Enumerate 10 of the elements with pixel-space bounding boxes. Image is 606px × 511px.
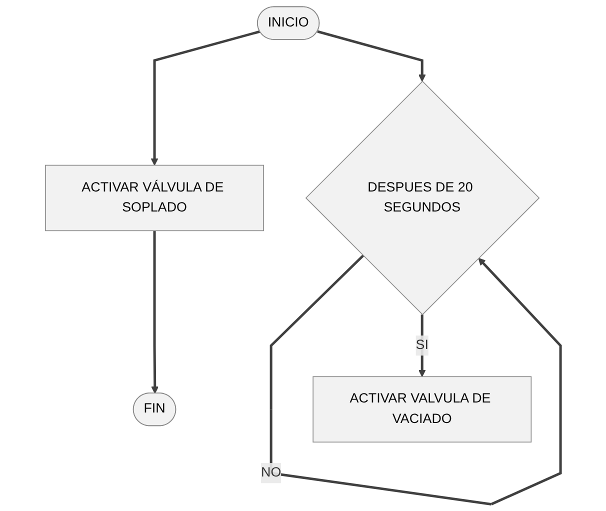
arrow [151,230,159,394]
arrow [317,30,426,82]
arrow [418,314,426,377]
node-box: ACTIVAR VÁLVULA DE SOPLADO [45,164,264,232]
arrow [150,30,260,166]
edge-label: SI [416,338,428,352]
edge-label: NO [261,466,282,480]
node-diamond: DESPUES DE 20 SEGUNDOS [305,80,540,316]
node-box: ACTIVAR VALVULA DE VACIADO [312,376,532,442]
arrow [270,254,562,506]
